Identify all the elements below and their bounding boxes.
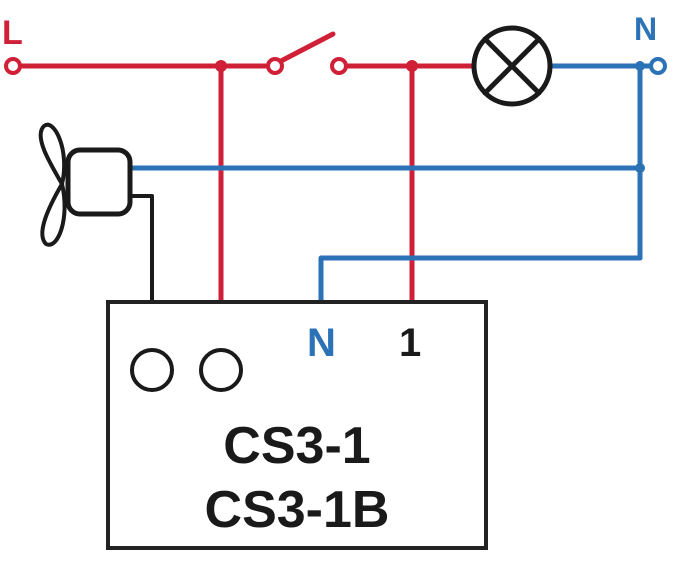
- live-junction-dot: [215, 60, 227, 72]
- fan-terminal-circle: [130, 348, 174, 392]
- live-terminal: [4, 57, 22, 75]
- neutral-junction-dot-fan: [635, 163, 645, 173]
- fan-blade-lower: [40, 182, 67, 247]
- model-name-secondary: CS3-1B: [205, 481, 390, 539]
- controller-box: [106, 300, 488, 550]
- fan-icon: [38, 122, 133, 247]
- model-name-primary: CS3-1: [223, 417, 370, 475]
- neutral-terminal-label: N: [307, 321, 336, 365]
- switch-contact-right: [330, 57, 348, 75]
- switch-lever: [278, 31, 336, 64]
- fan-control-wire: [130, 194, 154, 330]
- switch-icon: [266, 31, 348, 75]
- fan-blade-upper: [38, 122, 67, 186]
- switch-contact-left: [266, 57, 284, 75]
- fan-motor: [65, 147, 133, 217]
- switched-terminal-label: 1: [399, 321, 421, 365]
- neutral-controller-wire: [318, 255, 643, 305]
- neutral-wiring: [127, 63, 655, 305]
- neutral-label: N: [634, 11, 657, 47]
- live-label: L: [2, 14, 23, 52]
- switched-junction-dot: [406, 60, 418, 72]
- live-terminal-circle: [199, 348, 243, 392]
- lamp-icon: [471, 25, 553, 107]
- neutral-junction-dot-top: [635, 61, 645, 71]
- neutral-terminal: [649, 57, 667, 75]
